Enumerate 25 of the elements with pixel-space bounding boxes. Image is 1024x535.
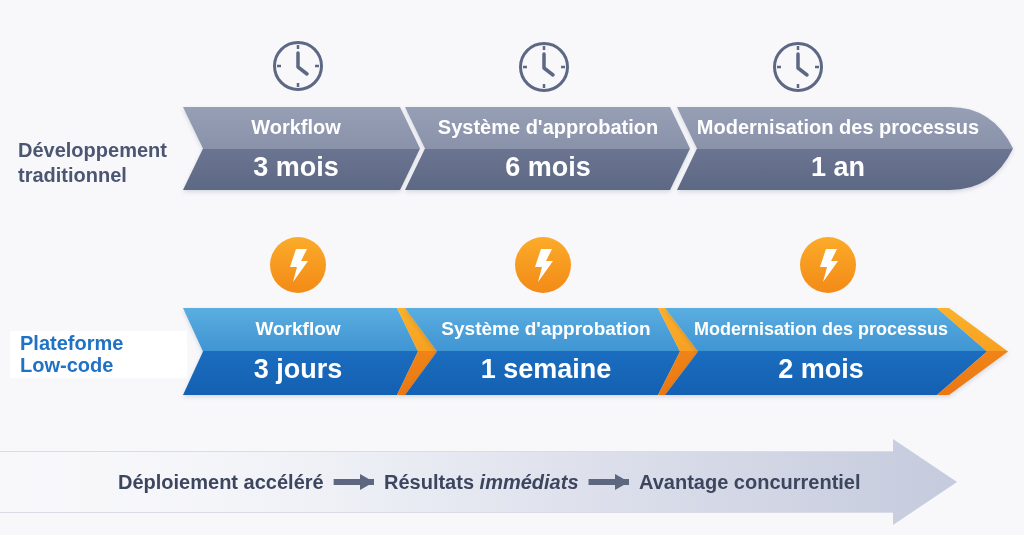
step-duration: 1 semaine — [480, 354, 612, 386]
chevron-step — [665, 308, 1008, 395]
step-duration: 2 mois — [778, 354, 864, 386]
row-label: Développement traditionnel — [18, 138, 168, 188]
step-duration: 3 mois — [253, 152, 339, 184]
step-title: Modernisation des processus — [696, 115, 980, 139]
arrow — [333, 474, 374, 490]
step-duration: 3 jours — [253, 354, 343, 386]
chevron-step — [405, 107, 690, 190]
arrow-band — [0, 439, 957, 525]
step-duration: 6 mois — [505, 152, 591, 184]
step-title: Système d'approbation — [437, 115, 659, 139]
chevron-step — [183, 107, 420, 190]
outcome-text: Avantage concurrentiel — [629, 470, 871, 494]
step-duration: 1 an — [811, 152, 865, 184]
chevron-step — [677, 107, 1013, 190]
outcome-text: Résultats immédiats — [374, 470, 589, 494]
outcome-text: Déploiement accéléré — [108, 470, 334, 494]
step-title: Workflow — [255, 318, 341, 340]
chevron-step — [183, 308, 437, 395]
step-title: Modernisation des processus — [693, 318, 949, 340]
arrow — [588, 474, 629, 490]
step-title: Système d'approbation — [441, 318, 651, 340]
row-label: Plateforme Low-code — [10, 331, 187, 378]
step-title: Workflow — [251, 115, 341, 139]
